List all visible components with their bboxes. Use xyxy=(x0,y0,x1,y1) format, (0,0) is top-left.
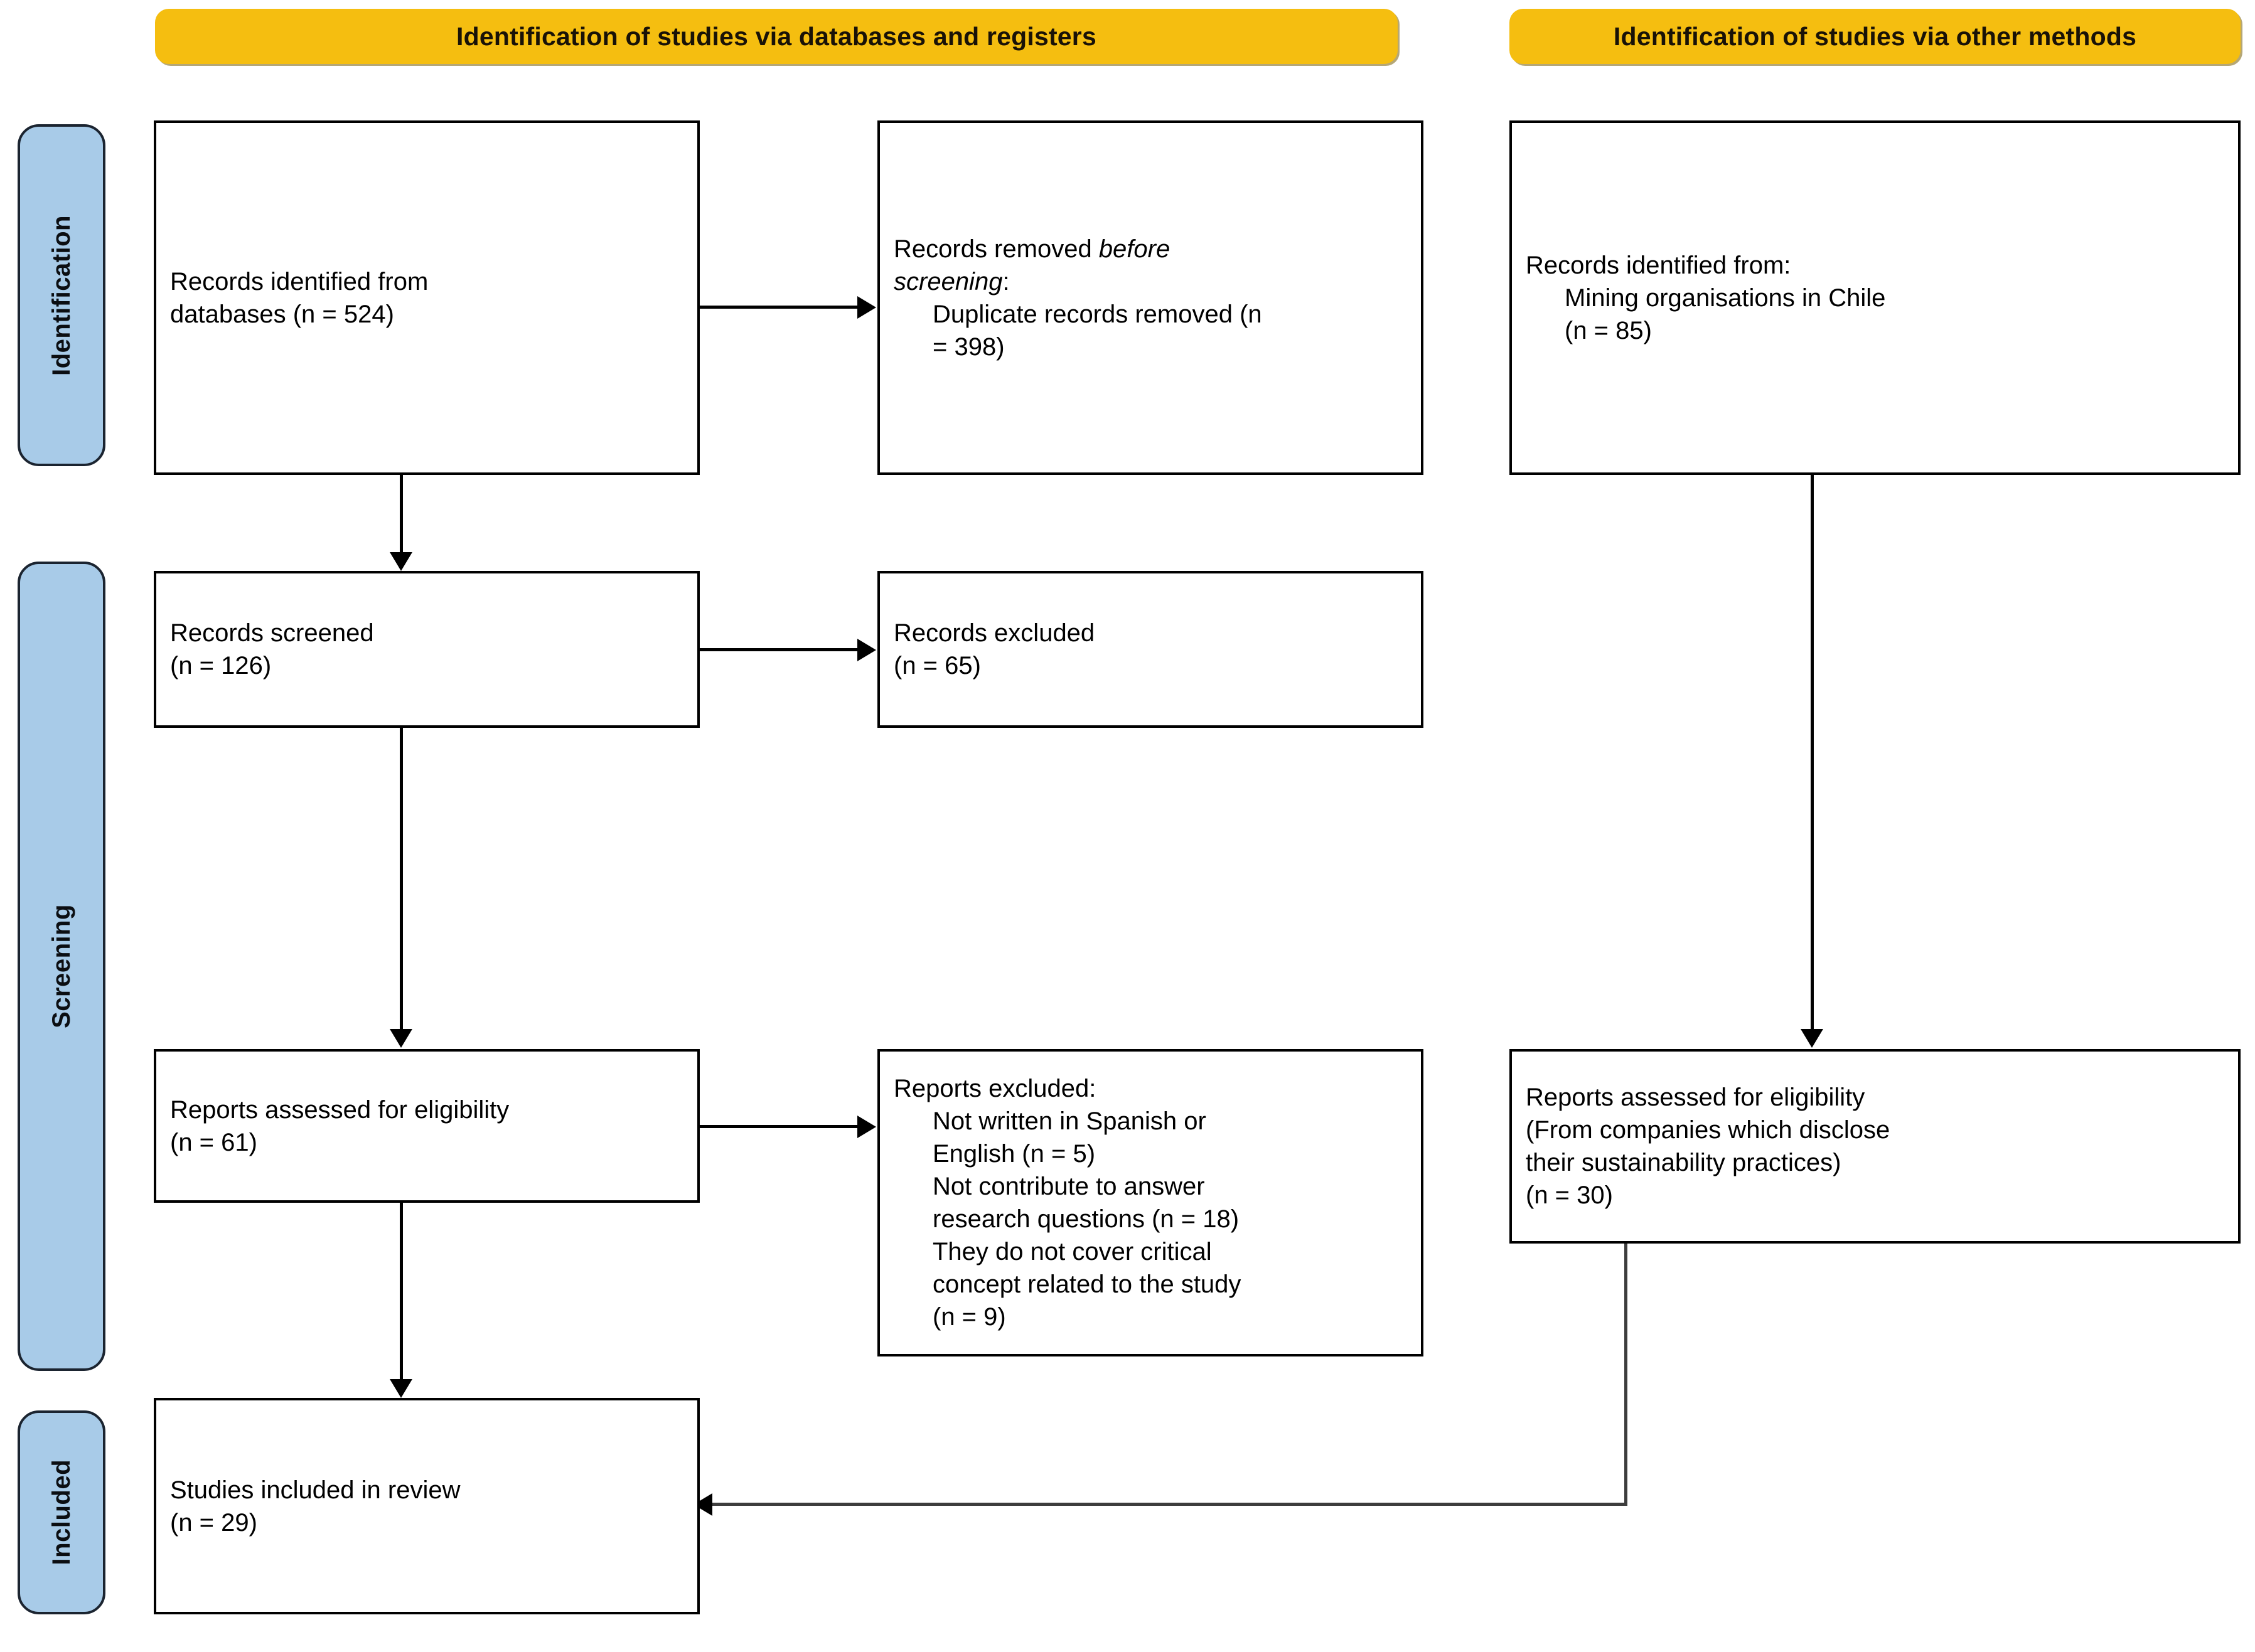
stage-rail-screening: Screening xyxy=(18,562,105,1371)
records-removed-line3: Duplicate records removed (n xyxy=(933,300,1262,328)
reports-assessed-right-line3: their sustainability practices) xyxy=(1526,1149,1841,1176)
records-excluded-line2: (n = 65) xyxy=(894,652,981,679)
records-removed-line1-emphasis: before xyxy=(1098,235,1170,263)
records-screened-line1: Records screened xyxy=(170,619,374,647)
connector-screened-to-excluded xyxy=(700,648,859,651)
reports-excluded-line3: English (n = 5) xyxy=(933,1140,1096,1168)
banner-databases-registers-label: Identification of studies via databases … xyxy=(456,21,1096,51)
studies-included-line2: (n = 29) xyxy=(170,1508,257,1537)
arrowhead-screened-to-reports-assessed xyxy=(390,1029,412,1048)
records-removed-line2-emphasis: screening xyxy=(894,267,1003,296)
reports-excluded-line7: concept related to the study xyxy=(933,1271,1241,1298)
stage-rail-included: Included xyxy=(18,1410,105,1614)
records-screened-line2: (n = 126) xyxy=(170,652,272,679)
records-identified-databases-line2: databases (n = 524) xyxy=(170,300,394,328)
reports-excluded-line4: Not contribute to answer xyxy=(933,1173,1205,1200)
connector-assessed-to-studies-included xyxy=(400,1203,403,1385)
arrowhead-identified-to-screened xyxy=(390,552,412,571)
banner-other-methods: Identification of studies via other meth… xyxy=(1509,9,2241,64)
reports-excluded-line5: research questions (n = 18) xyxy=(933,1205,1240,1233)
records-removed-line1-prefix: Records removed xyxy=(894,235,1099,263)
records-removed-line1: Records removed before xyxy=(894,233,1407,265)
stage-rail-identification-label: Identification xyxy=(47,215,75,376)
studies-included-line1: Studies included in review xyxy=(170,1476,461,1504)
connector-other-methods-to-reports-assessed xyxy=(1811,475,1814,1033)
reports-assessed-right-line2: (From companies which disclose xyxy=(1526,1116,1890,1144)
records-removed-line2-suffix: : xyxy=(1002,267,1010,296)
reports-excluded-line1: Reports excluded: xyxy=(894,1075,1096,1102)
arrowhead-identified-to-removed xyxy=(857,296,876,319)
connector-screened-to-reports-assessed xyxy=(400,728,403,1035)
stage-rail-included-label: Included xyxy=(47,1459,75,1565)
reports-assessed-left-line1: Reports assessed for eligibility xyxy=(170,1095,510,1124)
records-identified-databases-line1: Records identified from xyxy=(170,267,429,296)
stage-rail-screening-label: Screening xyxy=(47,904,75,1028)
box-reports-assessed-eligibility-left: Reports assessed for eligibility (n = 61… xyxy=(154,1049,700,1203)
connector-identified-to-removed xyxy=(700,306,859,309)
box-records-removed-before-screening: Records removed before screening: Duplic… xyxy=(877,120,1423,475)
reports-excluded-line6: They do not cover critical xyxy=(933,1238,1212,1266)
arrowhead-other-methods-to-reports-assessed xyxy=(1801,1029,1823,1048)
box-records-identified-other-methods: Records identified from: Mining organisa… xyxy=(1509,120,2241,475)
connector-right-eligibility-vertical xyxy=(1624,1244,1627,1506)
reports-excluded-line8: (n = 9) xyxy=(933,1303,1006,1331)
arrowhead-assessed-to-reports-excluded xyxy=(857,1116,876,1138)
arrowhead-assessed-to-studies-included xyxy=(390,1379,412,1398)
records-identified-other-line1: Records identified from: xyxy=(1526,251,1791,279)
records-removed-line2: screening: xyxy=(894,265,1407,298)
box-records-screened: Records screened (n = 126) xyxy=(154,571,700,728)
connector-assessed-to-reports-excluded xyxy=(700,1125,859,1128)
records-identified-other-line2: Mining organisations in Chile xyxy=(1565,284,1886,312)
box-records-identified-databases: Records identified from databases (n = 5… xyxy=(154,120,700,475)
reports-assessed-right-line4: (n = 30) xyxy=(1526,1181,1613,1209)
connector-right-eligibility-horizontal xyxy=(710,1503,1626,1506)
banner-databases-registers: Identification of studies via databases … xyxy=(155,9,1398,64)
box-records-excluded: Records excluded (n = 65) xyxy=(877,571,1423,728)
banner-other-methods-label: Identification of studies via other meth… xyxy=(1613,21,2137,51)
records-identified-other-line3: (n = 85) xyxy=(1565,316,1652,344)
connector-identified-to-screened xyxy=(400,475,403,557)
reports-excluded-line2: Not written in Spanish or xyxy=(933,1107,1206,1135)
records-removed-line4: = 398) xyxy=(933,333,1005,361)
reports-assessed-right-line1: Reports assessed for eligibility xyxy=(1526,1084,1865,1111)
box-studies-included-in-review: Studies included in review (n = 29) xyxy=(154,1398,700,1614)
box-reports-assessed-eligibility-right: Reports assessed for eligibility (From c… xyxy=(1509,1049,2241,1244)
reports-assessed-left-line2: (n = 61) xyxy=(170,1128,257,1156)
stage-rail-identification: Identification xyxy=(18,124,105,466)
box-reports-excluded: Reports excluded: Not written in Spanish… xyxy=(877,1049,1423,1356)
arrowhead-screened-to-excluded xyxy=(857,639,876,661)
records-excluded-line1: Records excluded xyxy=(894,619,1095,647)
